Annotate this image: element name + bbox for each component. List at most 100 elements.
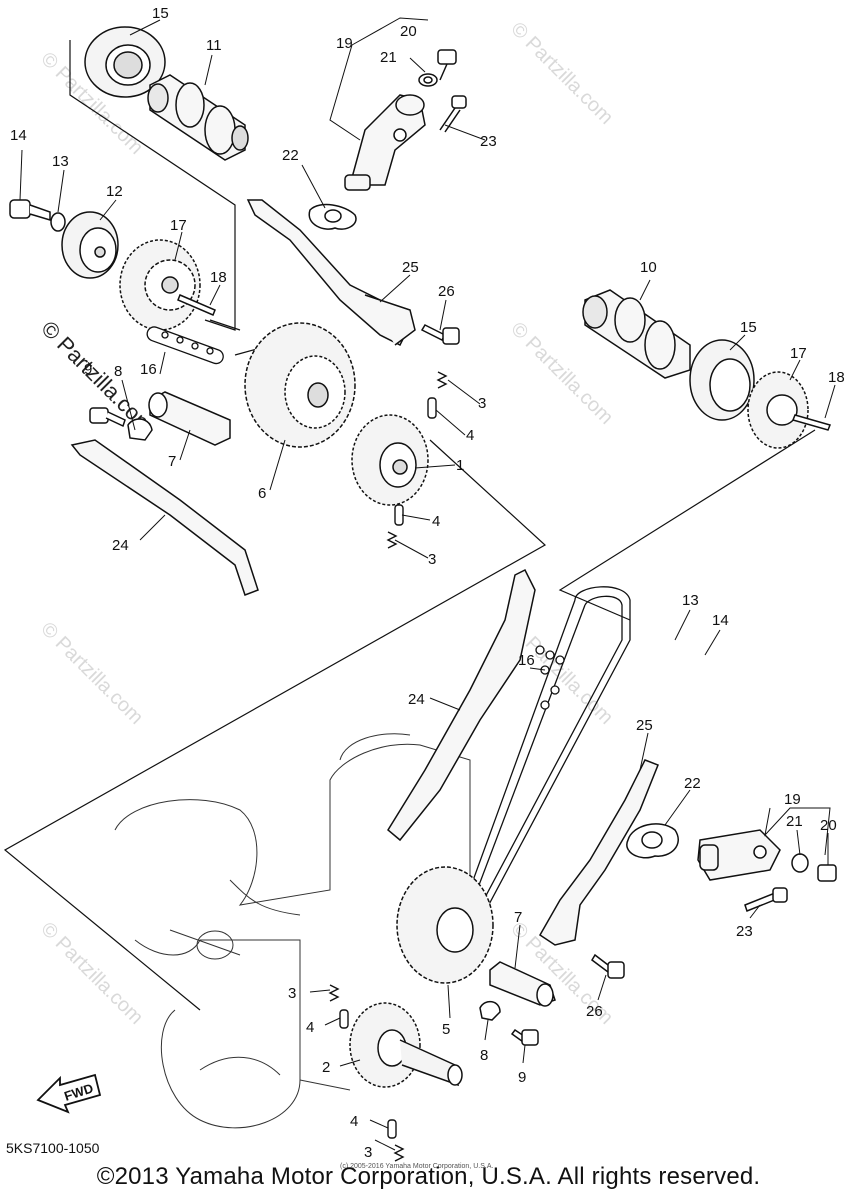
engine-crankcase bbox=[114, 733, 471, 1129]
part-26-bolt bbox=[591, 953, 625, 979]
callout-22: 22 bbox=[282, 147, 299, 164]
part-25-chain-guide bbox=[246, 199, 416, 347]
part-17-gear bbox=[119, 239, 201, 331]
part-3-spring bbox=[386, 371, 448, 549]
part-9-bolt bbox=[510, 1028, 539, 1046]
callout-20: 20 bbox=[820, 817, 837, 834]
callout-19: 19 bbox=[784, 791, 801, 808]
part-16-chain-segment bbox=[146, 326, 224, 365]
part-22-gasket bbox=[308, 203, 357, 230]
callout-25: 25 bbox=[402, 259, 419, 276]
callout-3: 3 bbox=[428, 551, 436, 568]
part-1-gear bbox=[351, 414, 429, 506]
callout-18: 18 bbox=[828, 369, 845, 386]
leader-lines bbox=[19, 17, 836, 1151]
callout-23: 23 bbox=[480, 133, 497, 150]
callout-24: 24 bbox=[408, 691, 425, 708]
watermark-text: © Partzilla.com bbox=[36, 618, 147, 729]
part-24-front-guide bbox=[387, 568, 536, 842]
callout-6: 6 bbox=[258, 485, 266, 502]
callout-11: 11 bbox=[206, 37, 222, 54]
part-23-bolt bbox=[439, 95, 467, 133]
callout-7: 7 bbox=[168, 453, 176, 470]
callout-1: 1 bbox=[456, 457, 464, 474]
part-26-bolt bbox=[420, 324, 460, 345]
callout-15: 15 bbox=[152, 5, 169, 22]
callout-3: 3 bbox=[288, 985, 296, 1002]
callout-9: 9 bbox=[84, 361, 92, 378]
part-6-idler-gear bbox=[244, 322, 356, 448]
callout-15: 15 bbox=[740, 319, 757, 336]
callout-23: 23 bbox=[736, 923, 753, 940]
callout-17: 17 bbox=[790, 345, 807, 362]
part-8-plate bbox=[127, 418, 153, 441]
callout-3: 3 bbox=[478, 395, 486, 412]
callout-14: 14 bbox=[10, 127, 27, 144]
callout-16: 16 bbox=[518, 652, 535, 669]
part-18-pin bbox=[791, 414, 832, 431]
callout-21: 21 bbox=[380, 49, 397, 66]
part-13-washer bbox=[50, 212, 66, 232]
callout-20: 20 bbox=[400, 23, 417, 40]
part-21-washer bbox=[418, 73, 438, 87]
part-15-bearing bbox=[84, 26, 166, 98]
callout-5: 5 bbox=[442, 1021, 450, 1038]
callout-25: 25 bbox=[636, 717, 653, 734]
part-20-bolt bbox=[817, 864, 837, 882]
callout-17: 17 bbox=[170, 217, 187, 234]
callout-26: 26 bbox=[586, 1003, 603, 1020]
callout-12: 12 bbox=[106, 183, 123, 200]
callout-10: 10 bbox=[640, 259, 657, 276]
part-5-drive-gear bbox=[396, 866, 494, 984]
watermark-layer: © Partzilla.com © Partzilla.com © Partzi… bbox=[36, 18, 617, 1029]
callout-8: 8 bbox=[114, 363, 122, 380]
part-20-bolt bbox=[437, 49, 457, 81]
part-3-spring bbox=[328, 984, 405, 1162]
part-7-shaft bbox=[489, 961, 556, 1007]
callout-14: 14 bbox=[712, 612, 729, 629]
callout-22: 22 bbox=[684, 775, 701, 792]
callout-8: 8 bbox=[480, 1047, 488, 1064]
callout-13: 13 bbox=[52, 153, 69, 170]
part-19-chain-tensioner bbox=[697, 829, 781, 881]
diagram-code: 5KS7100-1050 bbox=[6, 1140, 100, 1156]
fwd-arrow-icon: FWD bbox=[36, 1073, 102, 1114]
part-25-rear-guide bbox=[539, 759, 659, 946]
callout-7: 7 bbox=[514, 909, 522, 926]
callout-18: 18 bbox=[210, 269, 227, 286]
callout-9: 9 bbox=[518, 1069, 526, 1086]
callout-4: 4 bbox=[432, 513, 440, 530]
part-19-chain-tensioner bbox=[344, 94, 426, 191]
callout-2: 2 bbox=[322, 1059, 330, 1076]
callout-13: 13 bbox=[682, 592, 699, 609]
part-18-pin bbox=[177, 294, 216, 316]
copyright-notice: ©2013 Yamaha Motor Corporation, U.S.A. A… bbox=[96, 1163, 761, 1190]
callout-4: 4 bbox=[466, 427, 474, 444]
callout-labels: 15 11 19 20 21 23 14 13 12 17 18 22 25 2… bbox=[10, 5, 845, 1161]
part-14-bolt bbox=[9, 199, 51, 222]
part-4-pin bbox=[339, 1009, 397, 1139]
part-12-hub bbox=[61, 211, 119, 279]
part-9-bolt bbox=[89, 407, 126, 428]
callout-19: 19 bbox=[336, 35, 353, 52]
callout-4: 4 bbox=[350, 1113, 358, 1130]
part-10-camshaft bbox=[582, 289, 691, 379]
watermark-text: © Partzilla.com bbox=[36, 918, 147, 1029]
callout-16: 16 bbox=[140, 361, 157, 378]
watermark-text: © Partzilla.com bbox=[506, 18, 617, 129]
part-16-cam-chain bbox=[454, 586, 631, 941]
part-2-crank-gear bbox=[349, 1002, 463, 1088]
callout-3: 3 bbox=[364, 1144, 372, 1161]
small-credit: (c) 2005-2016 Yamaha Motor Corporation, … bbox=[340, 1163, 494, 1170]
callout-21: 21 bbox=[786, 813, 803, 830]
part-15-hub bbox=[689, 339, 755, 421]
part-24-chain-guide bbox=[70, 439, 259, 596]
part-21-washer bbox=[791, 853, 809, 873]
callout-26: 26 bbox=[438, 283, 455, 300]
boundary-lines bbox=[3, 40, 816, 1011]
callout-24: 24 bbox=[112, 537, 129, 554]
part-11-camshaft bbox=[147, 74, 249, 161]
callout-4: 4 bbox=[306, 1019, 314, 1036]
part-23-bolt bbox=[744, 887, 788, 912]
